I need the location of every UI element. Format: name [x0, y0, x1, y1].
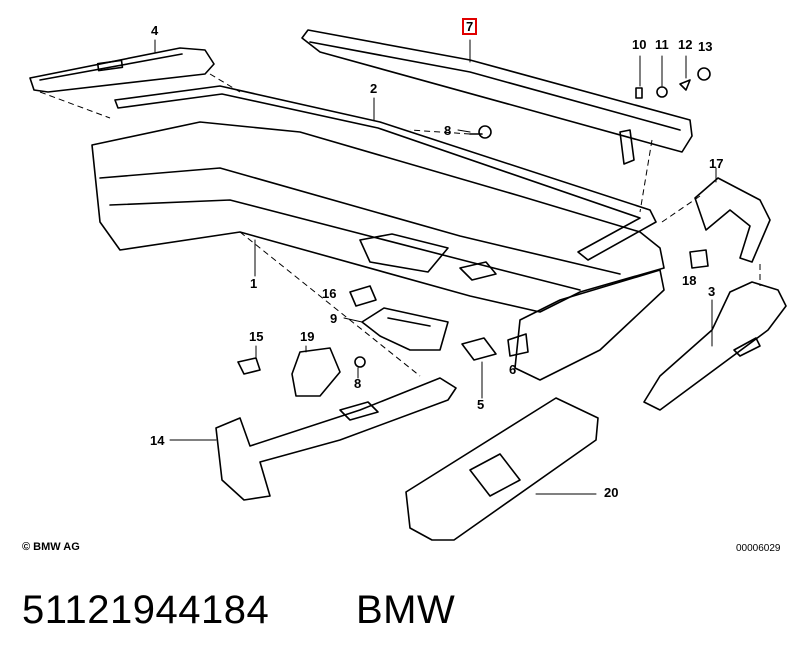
- parts-10-13-fasteners: [635, 55, 711, 99]
- part-19-bracket: [291, 345, 341, 397]
- callout-15: 15: [249, 329, 264, 344]
- part-8-stud-lower: [354, 356, 366, 379]
- callout-18: 18: [682, 273, 697, 288]
- callout-5: 5: [477, 397, 485, 412]
- callout-8-lower: 8: [354, 376, 362, 391]
- part-1-bumper-cover: [91, 121, 665, 381]
- diagram-id-label: 00006029: [736, 543, 781, 554]
- part-number: 51121944184: [22, 588, 270, 632]
- callout-11: 11: [655, 37, 669, 52]
- part-14-mud-flap: [169, 377, 457, 501]
- callout-4: 4: [151, 23, 159, 38]
- part-6-clip: [507, 333, 529, 357]
- callout-8-upper: 8: [444, 123, 452, 138]
- part-15-nut: [237, 345, 261, 375]
- callout-6: 6: [509, 362, 517, 377]
- part-18-clip: [689, 249, 709, 269]
- brand-name: BMW: [356, 588, 456, 632]
- callout-14: 14: [150, 433, 165, 448]
- part-9-cover-plate: [343, 307, 449, 351]
- part-7-rear-strip: [301, 29, 693, 165]
- part-5-bracket: [461, 337, 497, 399]
- copyright-label: © BMW AG: [22, 541, 80, 553]
- callout-3: 3: [708, 284, 716, 299]
- callout-16: 16: [322, 286, 337, 301]
- callout-10: 10: [632, 37, 647, 52]
- callout-19: 19: [300, 329, 315, 344]
- callout-13: 13: [698, 39, 713, 54]
- callout-1: 1: [250, 276, 258, 291]
- callout-20: 20: [604, 485, 619, 500]
- part-16-clip: [349, 285, 377, 307]
- part-8-stud-upper: [457, 125, 492, 139]
- callout-9: 9: [330, 311, 338, 326]
- part-20-tray: [405, 397, 599, 541]
- part-4-trim-strip: [29, 39, 215, 93]
- assembly-guide-lines: [39, 73, 761, 377]
- callout-17: 17: [709, 156, 724, 171]
- callout-12: 12: [678, 37, 693, 52]
- part-3-side-trim: [643, 281, 787, 411]
- part-2-molding: [114, 85, 657, 261]
- callout-7: 7: [462, 18, 478, 35]
- part-17-bracket: [694, 167, 771, 263]
- callout-2: 2: [370, 81, 378, 96]
